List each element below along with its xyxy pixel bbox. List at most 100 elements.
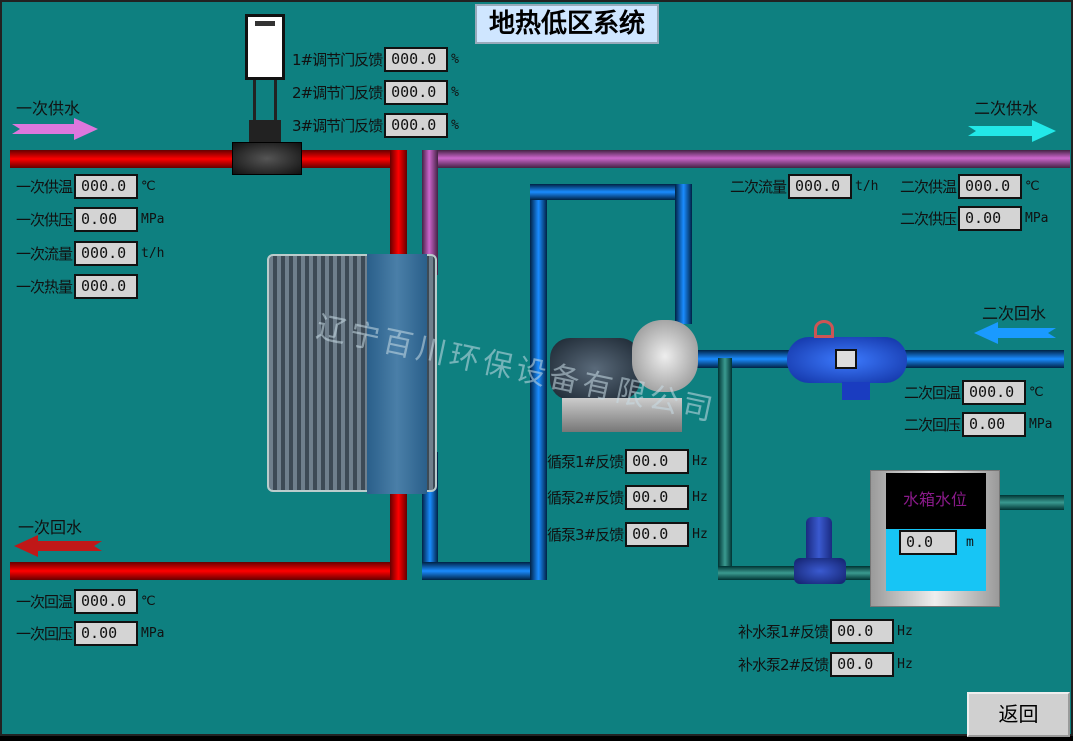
label: 1#调节门反馈	[292, 51, 383, 69]
primary-supply-pipe-down	[390, 150, 407, 275]
value: 0.00	[958, 206, 1023, 231]
label: 二次回压	[904, 416, 961, 434]
unit: MPa	[141, 626, 165, 641]
value: 0.00	[74, 207, 139, 232]
label: 二次供温	[900, 178, 957, 196]
tank-level-reading: 0.0 m	[897, 530, 974, 555]
makeup-pump-icon	[794, 558, 846, 584]
tank-level-value: 0.0	[899, 530, 957, 555]
value: 00.0	[625, 485, 690, 510]
secondary-return-pipe-e	[675, 184, 692, 324]
value: 000.0	[962, 380, 1027, 405]
primary-supply-label: 一次供水	[16, 99, 81, 118]
valve-stem	[253, 80, 277, 120]
value: 000.0	[384, 113, 449, 138]
makeup-pipe-v	[718, 358, 732, 580]
secondary-supply-pipe	[422, 150, 1070, 168]
value: 000.0	[384, 80, 449, 105]
arrow-right-icon	[12, 118, 98, 140]
value: 000.0	[74, 241, 139, 266]
value: 000.0	[384, 47, 449, 72]
primary-return-label: 一次回水	[18, 518, 83, 537]
value: 000.0	[74, 174, 139, 199]
secondary-return-pipe-b	[422, 562, 547, 580]
label: 补水泵1#反馈	[738, 623, 829, 641]
regulating-valve-icon	[232, 142, 302, 175]
circulation-pump-base	[562, 398, 682, 432]
secondary-supply-pipe-up	[422, 150, 438, 275]
plate-heat-exchanger-icon	[267, 254, 437, 494]
label: 2#调节门反馈	[292, 84, 383, 102]
circulation-pump-volute-icon	[632, 320, 698, 392]
separator-drain	[842, 382, 870, 400]
makeup-pump-motor-icon	[806, 517, 832, 559]
value: 000.0	[74, 589, 139, 614]
unit: ℃	[1025, 179, 1040, 194]
unit: Hz	[692, 490, 708, 505]
page-title: 地热低区系统	[475, 4, 659, 44]
value: 00.0	[625, 449, 690, 474]
unit: t/h	[855, 179, 879, 194]
label: 补水泵2#反馈	[738, 656, 829, 674]
label: 一次供温	[16, 178, 73, 196]
water-tank-icon	[870, 470, 1000, 607]
value: 000.0	[958, 174, 1023, 199]
unit: ℃	[141, 594, 156, 609]
unit: %	[451, 85, 459, 100]
secondary-return-pipe-d	[530, 184, 692, 200]
label: 一次流量	[16, 245, 73, 263]
unit: t/h	[141, 246, 165, 261]
unit: Hz	[897, 657, 913, 672]
secondary-supply-label: 二次供水	[974, 99, 1039, 118]
unit: %	[451, 52, 459, 67]
unit: Hz	[692, 527, 708, 542]
valve-bonnet	[249, 120, 281, 144]
unit: ℃	[141, 179, 156, 194]
unit: %	[451, 118, 459, 133]
tank-level-label: 水箱水位	[902, 490, 967, 509]
value: 000.0	[788, 174, 853, 199]
value: 00.0	[830, 619, 895, 644]
unit: ℃	[1029, 385, 1044, 400]
unit: MPa	[1025, 211, 1049, 226]
label: 循泵1#反馈	[547, 453, 624, 471]
back-button[interactable]: 返回	[967, 692, 1070, 737]
arrow-right-icon	[968, 120, 1056, 142]
separator-handwheel-icon	[814, 320, 834, 338]
label: 3#调节门反馈	[292, 117, 383, 135]
label: 一次热量	[16, 278, 73, 296]
primary-supply-pipe	[10, 150, 407, 168]
unit: Hz	[692, 454, 708, 469]
secondary-return-label: 二次回水	[982, 304, 1047, 323]
label: 一次回温	[16, 593, 73, 611]
value: 00.0	[625, 522, 690, 547]
value: 0.00	[74, 621, 139, 646]
label: 一次回压	[16, 625, 73, 643]
unit: Hz	[897, 624, 913, 639]
primary-return-pipe	[10, 562, 407, 580]
value: 0.00	[962, 412, 1027, 437]
value: 000.0	[74, 274, 139, 299]
secondary-return-pipe-c	[530, 184, 547, 580]
label: 二次流量	[730, 178, 787, 196]
tank-outlet-pipe	[998, 495, 1064, 510]
value: 00.0	[830, 652, 895, 677]
valve-actuator-icon	[245, 14, 285, 80]
label: 二次供压	[900, 210, 957, 228]
dirt-separator-icon	[787, 337, 907, 383]
